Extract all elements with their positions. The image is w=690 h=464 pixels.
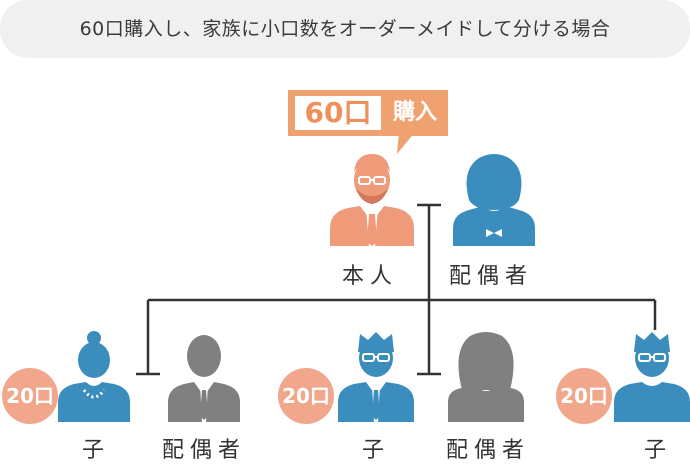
woman-icon <box>453 154 535 246</box>
boy-glasses-icon <box>614 332 690 422</box>
man-icon <box>168 335 240 422</box>
label-spouse: 配偶者 <box>449 264 534 289</box>
man-glasses-icon <box>330 154 414 246</box>
label-self: 本人 <box>342 264 399 289</box>
boy-glasses-icon <box>338 332 414 422</box>
callout-units: 60口 <box>295 96 381 130</box>
label-child-3: 子 <box>644 438 673 463</box>
label-child-1-spouse: 配偶者 <box>162 438 247 463</box>
woman-long-hair-icon <box>448 332 524 422</box>
callout-action: 購入 <box>392 100 437 125</box>
label-child-2: 子 <box>362 438 391 463</box>
label-child-1: 子 <box>82 438 111 463</box>
title-bar <box>0 0 690 58</box>
share-badge-child-3: 20口 <box>556 368 612 424</box>
label-child-2-spouse: 配偶者 <box>446 438 531 463</box>
woman-bun-icon <box>58 331 130 422</box>
share-badge-child-1: 20口 <box>2 368 58 424</box>
share-badge-child-2: 20口 <box>278 368 334 424</box>
page-title: 60口購入し、家族に小口数をオーダーメイドして分ける場合 <box>79 18 611 40</box>
